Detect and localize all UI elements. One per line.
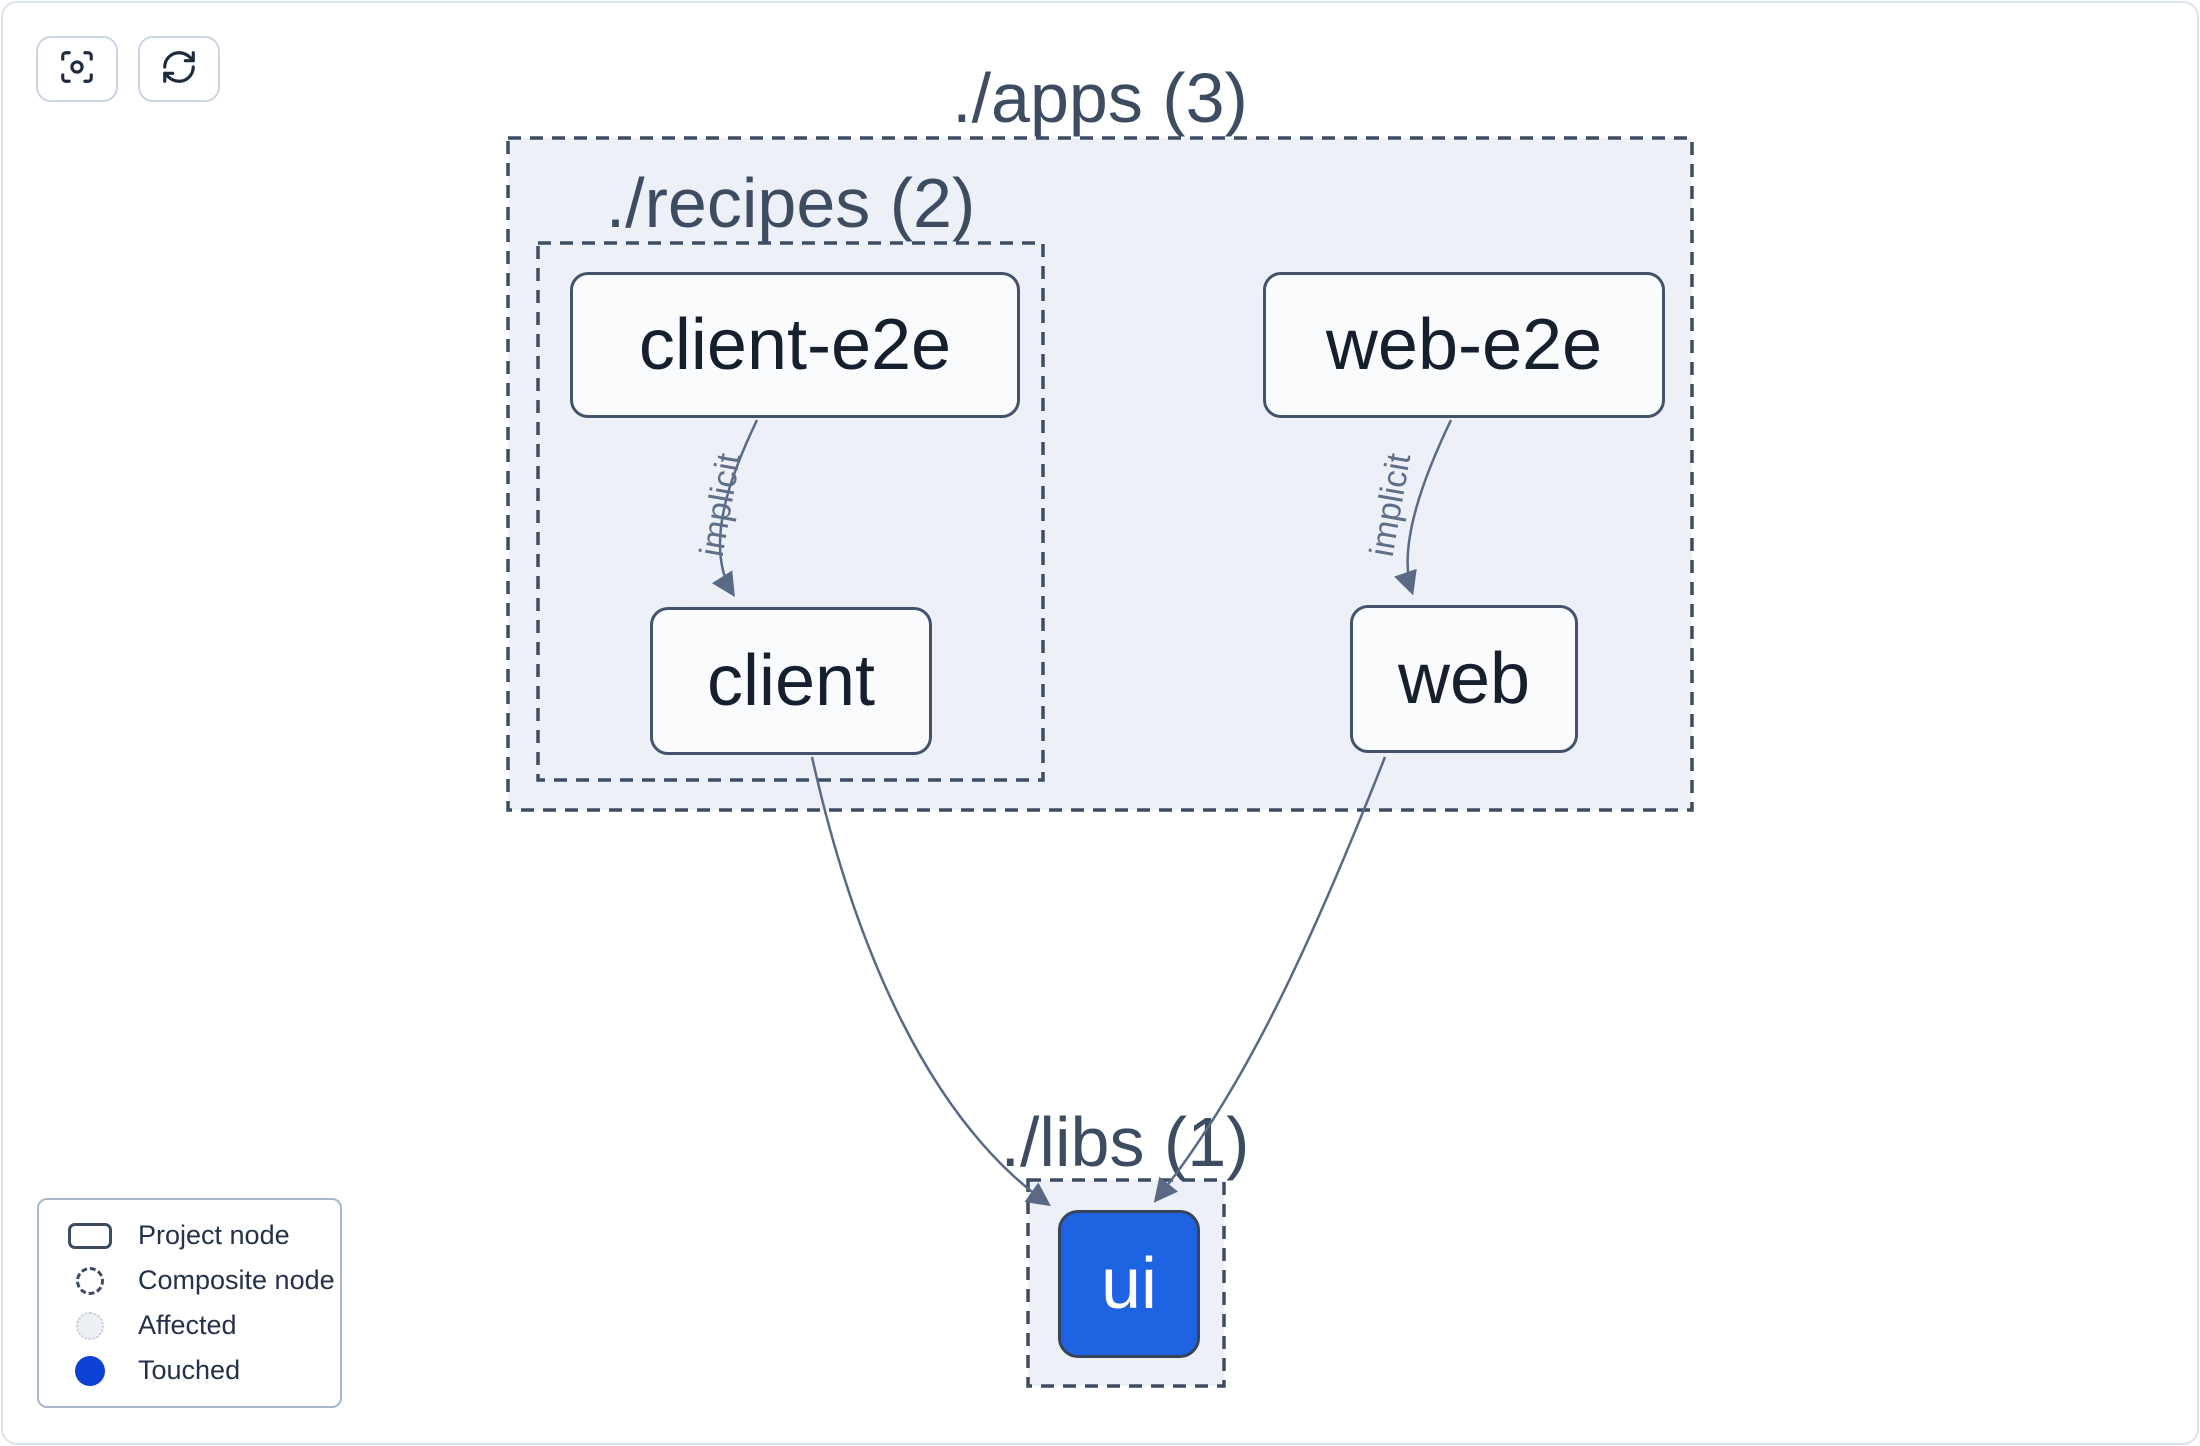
composite-box-recipes[interactable]	[536, 241, 1045, 782]
project-node-shape-icon	[64, 1222, 116, 1249]
project-node-ui-touched[interactable]: ui	[1058, 1210, 1200, 1358]
focus-scan-icon	[58, 48, 96, 91]
project-node-web-e2e[interactable]: web-e2e	[1263, 272, 1665, 418]
affected-shape-icon	[64, 1311, 116, 1340]
composite-node-shape-icon	[64, 1266, 116, 1295]
legend-panel: Project node Composite node Affected Tou…	[37, 1198, 342, 1408]
composite-label-recipes[interactable]: ./recipes (2)	[605, 164, 976, 242]
touched-shape-icon	[64, 1355, 116, 1386]
refresh-icon	[160, 48, 198, 91]
focus-button[interactable]	[36, 36, 118, 102]
legend-item-affected: Affected	[39, 1310, 340, 1341]
project-node-client-e2e[interactable]: client-e2e	[570, 272, 1020, 418]
legend-item-touched: Touched	[39, 1355, 340, 1386]
refresh-button[interactable]	[138, 36, 220, 102]
composite-label-libs[interactable]: ./libs (1)	[1000, 1103, 1250, 1181]
project-node-client[interactable]: client	[650, 607, 932, 755]
legend-item-project-node: Project node	[39, 1220, 340, 1251]
legend-label: Touched	[138, 1355, 241, 1385]
legend-label: Project node	[138, 1220, 290, 1250]
project-node-web[interactable]: web	[1350, 605, 1578, 753]
legend-label: Composite node	[138, 1265, 335, 1295]
legend-label: Affected	[138, 1310, 237, 1340]
legend-item-composite-node: Composite node	[39, 1265, 340, 1296]
composite-label-apps[interactable]: ./apps (3)	[952, 59, 1248, 137]
